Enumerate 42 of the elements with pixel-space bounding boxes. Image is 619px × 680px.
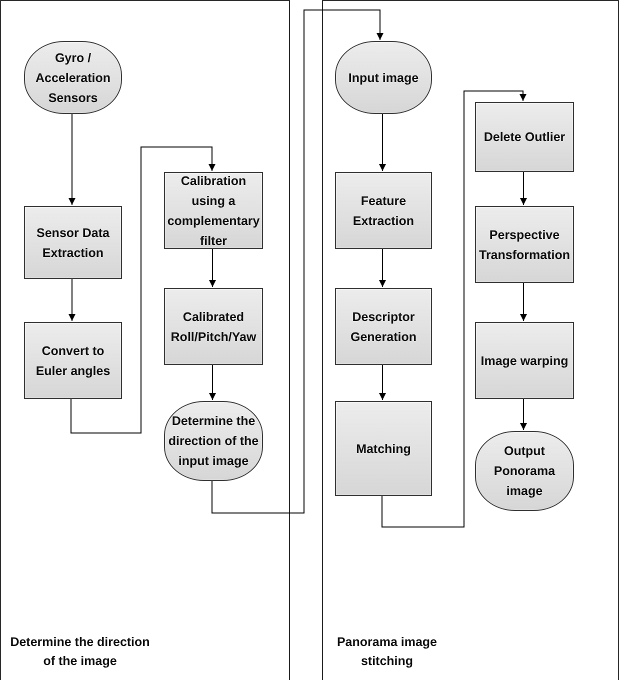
node-label: Matching	[356, 440, 411, 458]
node-label: Calibrated Roll/Pitch/Yaw	[170, 308, 258, 346]
arrow	[382, 90, 526, 528]
node-label: Delete Outlier	[484, 129, 566, 146]
process-box	[475, 322, 574, 399]
node-label: Perspective Transformation	[479, 226, 570, 264]
node-label: Input image	[348, 70, 419, 87]
arrow	[212, 10, 384, 514]
arrow	[379, 112, 386, 172]
process-box	[335, 401, 432, 496]
arrow	[209, 364, 216, 400]
process-box	[24, 206, 122, 279]
arrow	[379, 248, 386, 288]
terminal-shape	[164, 401, 263, 481]
arrow	[68, 112, 76, 206]
swimlane-panel	[322, 0, 619, 680]
process-box	[164, 288, 263, 365]
process-box	[335, 288, 432, 365]
panel-title: Determine the direction of the image	[9, 634, 151, 670]
terminal-shape	[475, 431, 574, 511]
swimlane-panel	[0, 0, 290, 680]
arrow	[209, 248, 216, 288]
arrow	[379, 364, 386, 400]
panel-title: Panorama image stitching	[336, 634, 438, 670]
node-label: Determine the direction of the input image	[168, 413, 259, 470]
node-label: Sensor Data Extraction	[36, 224, 110, 262]
process-box	[475, 102, 574, 172]
arrow	[68, 278, 76, 322]
process-box	[24, 322, 122, 399]
node-label: Feature Extraction	[352, 192, 416, 230]
node-label: Gyro / Acceleration Sensors	[34, 50, 112, 106]
node-label: Calibration using a complementary filter	[167, 172, 260, 250]
node-label: Image warping	[480, 352, 568, 370]
process-box	[335, 172, 432, 249]
node-label: Convert to Euler angles	[34, 342, 112, 380]
node-label: Descriptor Generation	[350, 308, 418, 346]
process-box	[475, 206, 574, 283]
node-label: Output Ponorama image	[492, 443, 556, 500]
arrow	[520, 170, 527, 206]
arrow	[520, 282, 527, 322]
arrow	[70, 146, 216, 434]
arrow	[520, 398, 527, 430]
